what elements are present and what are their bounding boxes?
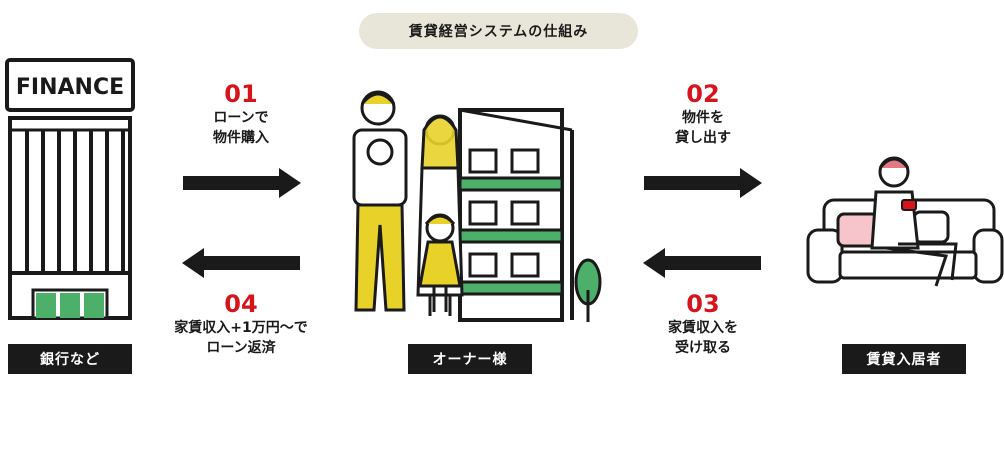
bank-label: 銀行など [8,344,132,374]
step-03-line2: 受け取る [675,340,731,356]
step-03-number: 03 [686,290,720,318]
step-04-line2: ローン返済 [206,340,276,356]
tenant-label: 賃貸入居者 [842,344,966,374]
arrow-right-icon [183,168,301,198]
tenant-on-sofa-icon [806,156,1004,287]
owner-family-apartment-icon [352,90,602,322]
bank-sign-text: FINANCE [16,75,124,100]
step-01-line1: ローンで [213,110,269,126]
diagram-title: 賃貸経営システムの仕組み [359,13,638,49]
step-04-line1: 家賃収入+1万円～で [174,320,308,336]
arrow-right-icon [644,168,762,198]
step-03-line1: 家賃収入を [668,320,738,336]
bank-building-icon: FINANCE [5,58,135,320]
step-02: 02 物件を 貸し出す [638,80,768,148]
arrow-left-icon [643,248,761,278]
step-02-line1: 物件を [682,110,724,126]
arrow-left-icon [182,248,300,278]
step-01-line2: 物件購入 [213,130,269,146]
step-02-line2: 貸し出す [675,130,731,146]
step-01-number: 01 [224,80,258,108]
step-02-number: 02 [686,80,720,108]
step-01: 01 ローンで 物件購入 [176,80,306,148]
step-04-number: 04 [224,290,258,318]
step-04: 04 家賃収入+1万円～で ローン返済 [156,290,326,358]
step-03: 03 家賃収入を 受け取る [638,290,768,358]
owner-label: オーナー様 [408,344,532,374]
